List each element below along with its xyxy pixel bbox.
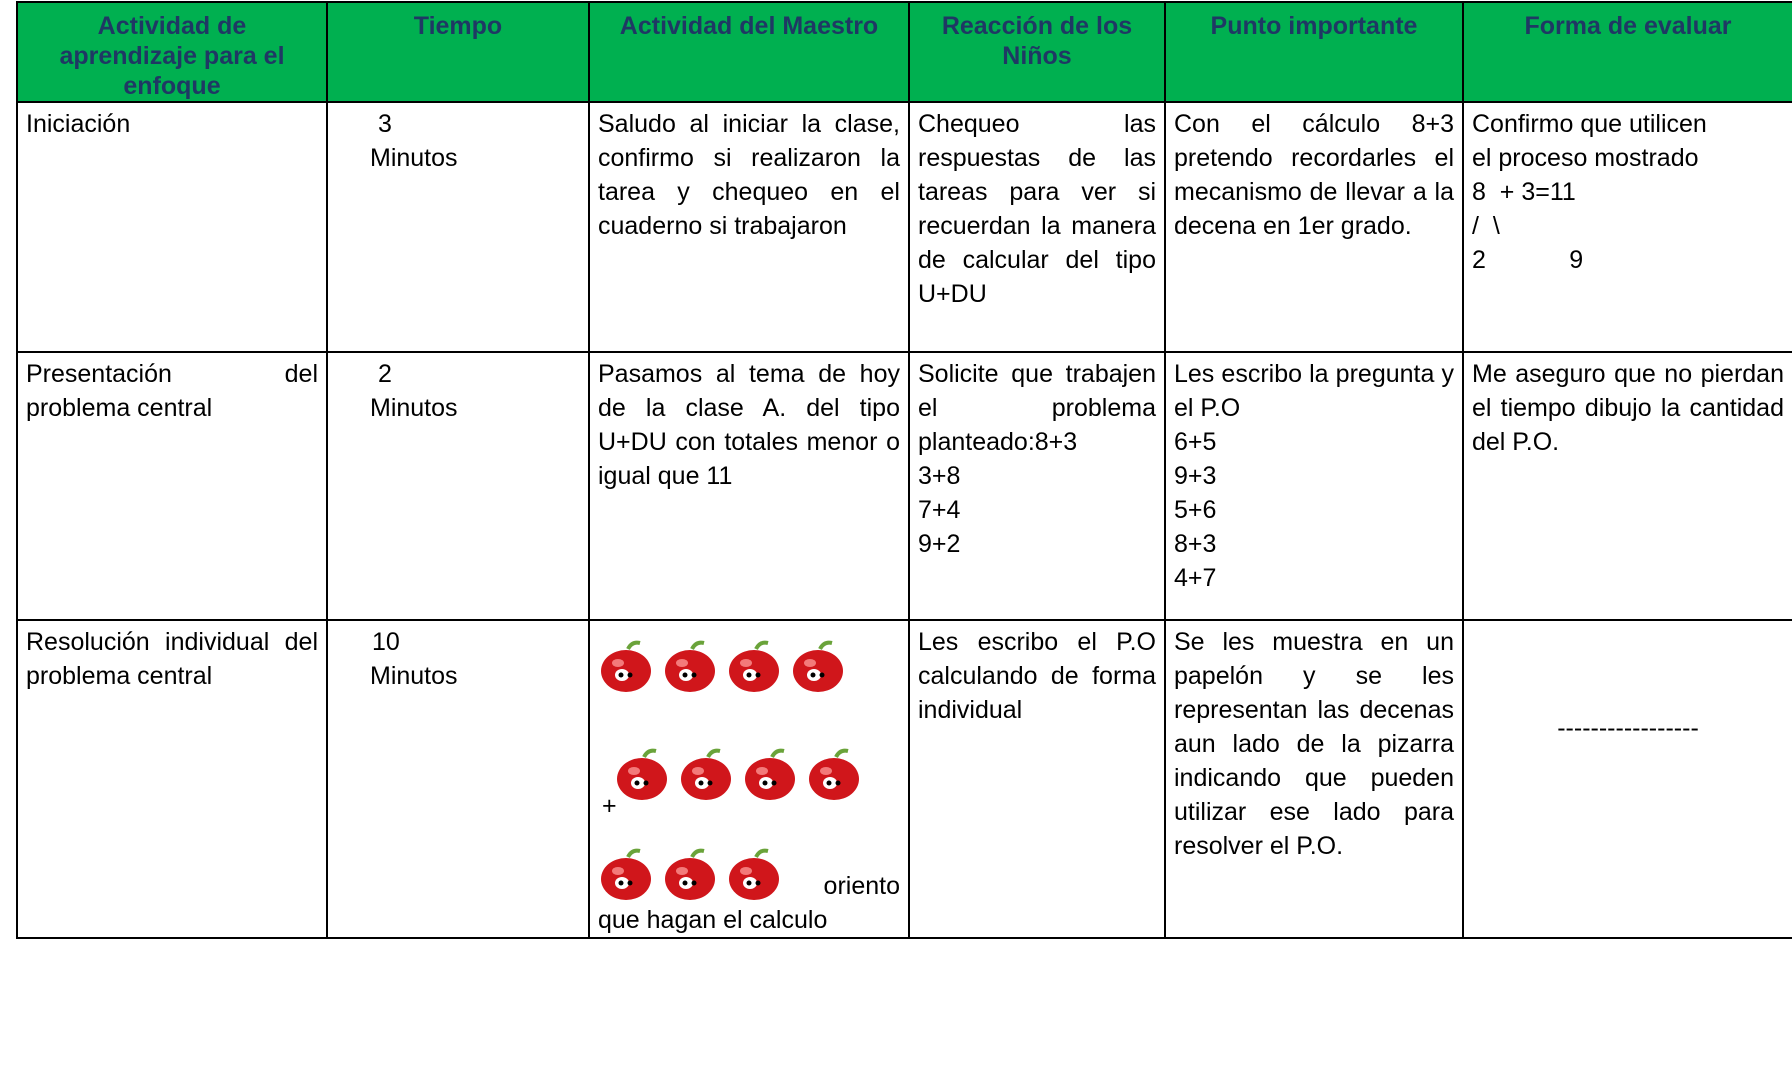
ninos-line: 9+2: [918, 530, 961, 558]
ninos-line: 7+4: [918, 496, 961, 524]
cell-punto: Con el cálculo 8+3 pretendo recordarles …: [1164, 101, 1464, 353]
lesson-plan-table: Actividad de aprendizaje para el enfoque…: [16, 1, 1792, 939]
cell-ninos: Chequeo las respuestas de las tareas par…: [908, 101, 1166, 353]
tiempo-number: 2: [378, 360, 392, 388]
cell-maestro: Saludo al iniciar la clase, confirmo si …: [588, 101, 910, 353]
evaluar-line: 8 + 3=11: [1472, 178, 1576, 206]
table-row: Presentación del problema central 2 Minu…: [16, 351, 1792, 621]
punto-line: 6+5: [1174, 428, 1217, 456]
apple-icon: [793, 640, 843, 692]
cell-evaluar: Me aseguro que no pierdan el tiempo dibu…: [1462, 351, 1792, 621]
header-evaluar: Forma de evaluar: [1462, 1, 1792, 103]
tiempo-unit: Minutos: [370, 144, 458, 172]
evaluar-line: el proceso mostrado: [1472, 144, 1699, 172]
header-maestro: Actividad del Maestro: [588, 1, 910, 103]
punto-line: 8+3: [1174, 530, 1217, 558]
ninos-text: Solicite que trabajen el problema plante…: [918, 360, 1156, 456]
cell-actividad: Presentación del problema central: [16, 351, 328, 621]
oriento-text: oriento: [823, 872, 900, 900]
cell-actividad: Iniciación: [16, 101, 328, 353]
ninos-line: 3+8: [918, 462, 961, 490]
evaluar-line: / \: [1472, 212, 1500, 240]
cell-ninos: Les escribo el P.O calculando de forma i…: [908, 619, 1166, 939]
cell-punto: Les escribo la pregunta y el P.O 6+5 9+3…: [1164, 351, 1464, 621]
apple-icon: [617, 748, 667, 800]
cell-tiempo: 10 Minutos: [326, 619, 590, 939]
apple-icon: [601, 848, 651, 900]
apple-icon: [729, 640, 779, 692]
tiempo-unit: Minutos: [370, 394, 458, 422]
apple-icon: [681, 748, 731, 800]
punto-line: 5+6: [1174, 496, 1217, 524]
header-ninos: Reacción de los Niños: [908, 1, 1166, 103]
apple-icon: [809, 748, 859, 800]
table-row: Iniciación 3 Minutos Saludo al iniciar l…: [16, 101, 1792, 353]
cell-ninos: Solicite que trabajen el problema plante…: [908, 351, 1166, 621]
apple-icon: [665, 640, 715, 692]
evaluar-line: Confirmo que utilicen: [1472, 110, 1707, 138]
cell-tiempo: 2 Minutos: [326, 351, 590, 621]
apple-icon: [601, 640, 651, 692]
maestro-last-line: que hagan el calculo: [598, 906, 828, 934]
plus-sign: +: [602, 792, 617, 820]
cell-evaluar: Confirmo que utilicen el proceso mostrad…: [1462, 101, 1792, 353]
apple-icon: [665, 848, 715, 900]
evaluar-line: 2 9: [1472, 246, 1584, 274]
cell-punto: Se les muestra en un papelón y se les re…: [1164, 619, 1464, 939]
header-punto: Punto importante: [1164, 1, 1464, 103]
header-row: Actividad de aprendizaje para el enfoque…: [16, 1, 1792, 103]
apple-icon: [729, 848, 779, 900]
tiempo-number: 10: [372, 628, 400, 656]
cell-maestro: + oriento que hagan el calculo: [588, 619, 910, 939]
apple-drawing: + oriento que hagan el calculo: [598, 622, 900, 934]
apple-icon: [745, 748, 795, 800]
cell-maestro: Pasamos al tema de hoy de la clase A. de…: [588, 351, 910, 621]
tiempo-unit: Minutos: [370, 662, 458, 690]
cell-actividad: Resolución individual del problema centr…: [16, 619, 328, 939]
cell-evaluar: -----------------: [1462, 619, 1792, 939]
header-tiempo: Tiempo: [326, 1, 590, 103]
tiempo-number: 3: [378, 110, 392, 138]
cell-tiempo: 3 Minutos: [326, 101, 590, 353]
punto-text: Les escribo la pregunta y el P.O: [1174, 360, 1454, 422]
header-actividad: Actividad de aprendizaje para el enfoque: [16, 1, 328, 103]
punto-line: 4+7: [1174, 564, 1217, 592]
punto-line: 9+3: [1174, 462, 1217, 490]
table-row: Resolución individual del problema centr…: [16, 619, 1792, 939]
evaluar-dashes: -----------------: [1557, 714, 1699, 742]
